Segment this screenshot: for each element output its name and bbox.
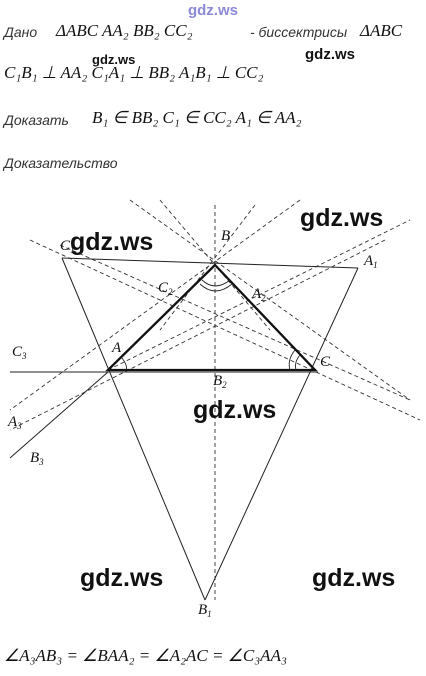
label-b: B: [221, 228, 230, 244]
dashed-line-2: [129, 199, 411, 401]
prove-statement: B₁ ∈ BB₂ C₁ ∈ CC₂ A₁ ∈ AA₂: [92, 108, 302, 127]
label-a: A: [111, 340, 122, 356]
given-line2: C₁B₁ ⊥ AA₂ C₁A₁ ⊥ BB₂ A₁B₁ ⊥ CC₂: [4, 63, 264, 82]
prove-label: Доказать: [4, 112, 69, 128]
watermark-large-1: gdz.ws: [300, 204, 384, 232]
dashed-line-4: [29, 239, 421, 421]
label-c2: C2: [158, 280, 173, 297]
given-label: Дано: [4, 24, 38, 40]
dashed-line-8: [107, 219, 411, 371]
solid-lines: [9, 257, 359, 601]
watermark-large-4: gdz.ws: [80, 564, 164, 592]
label-b1: B1: [198, 602, 212, 619]
triangle-abc: [105, 263, 318, 372]
label-a3: A3: [7, 414, 22, 431]
label-b3: B3: [30, 450, 44, 467]
proof-label: Доказательство: [4, 155, 118, 171]
watermark-large-2: gdz.ws: [70, 228, 154, 256]
watermark-large-3: gdz.ws: [193, 396, 277, 424]
label-a2: A2: [251, 286, 266, 303]
given-triangle: ΔABC: [360, 21, 403, 40]
given-line1: ΔABC AA₂ BB₂ CC₂: [56, 21, 193, 40]
bisectors-text: - биссектрисы: [250, 24, 348, 40]
dashed-line-3: [59, 244, 411, 401]
line-c1b1: [61, 257, 206, 601]
dashed-line-6: [9, 199, 301, 411]
label-c3: C3: [12, 344, 27, 361]
dashed-lines: [9, 199, 421, 600]
dashed-line-7: [9, 239, 386, 431]
label-b2: B2: [213, 373, 227, 390]
line-b3: [9, 371, 109, 459]
site-watermark: gdz.ws: [187, 2, 238, 19]
line-c1a1: [61, 257, 359, 269]
watermark-small-2: gdz.ws: [305, 46, 356, 63]
watermark-large-5: gdz.ws: [312, 564, 396, 592]
conclusion-equation: ∠A₃AB₃ = ∠BAA₂ = ∠A₂AC = ∠C₃AA₃: [4, 646, 287, 665]
label-a1: A1: [363, 253, 378, 270]
label-c1: C1: [60, 238, 75, 255]
angle-marks: [121, 279, 301, 371]
line-a1b1: [204, 267, 359, 601]
watermark-small: gdz.ws: [92, 52, 136, 67]
label-c: C: [320, 354, 331, 370]
